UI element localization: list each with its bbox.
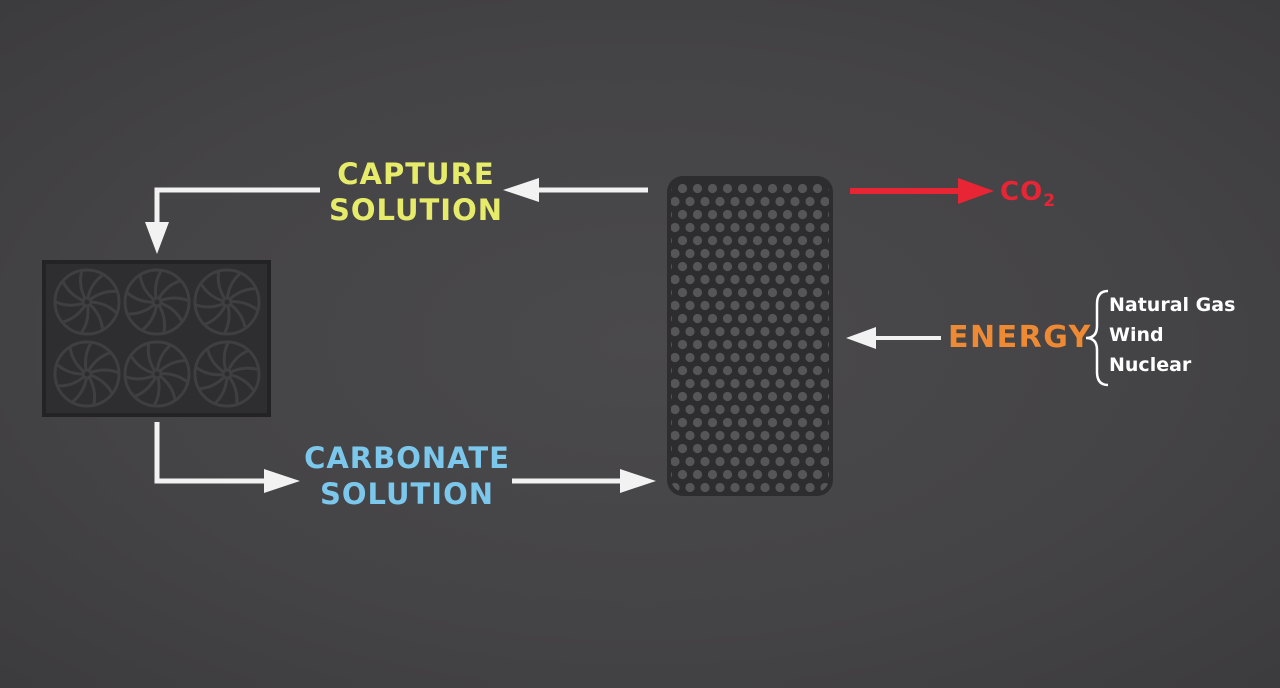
energy-label: ENERGY — [948, 320, 1092, 355]
pellet-reactor-icon — [667, 176, 833, 496]
capture-solution-label: CAPTURE SOLUTION — [318, 156, 514, 228]
arrow-energy-to-reactor — [846, 327, 941, 349]
fan-wheel — [123, 268, 191, 336]
co2-label: CO2 — [1000, 174, 1070, 219]
capture-label-line2: SOLUTION — [328, 193, 504, 227]
co2-subscript: 2 — [1043, 191, 1057, 211]
carbonate-label-line1: CARBONATE — [304, 441, 510, 475]
arrow-reactor-to-capture — [503, 178, 648, 202]
co2-main: CO — [1000, 177, 1044, 207]
arrow-contactor-to-carbonate — [154, 422, 300, 493]
arrow-reactor-to-co2 — [850, 178, 994, 204]
energy-source-wind: Wind — [1109, 324, 1164, 346]
energy-sources-brace — [1085, 289, 1109, 387]
energy-source-nuclear: Nuclear — [1109, 354, 1192, 376]
fan-grid-icon — [42, 260, 271, 417]
carbonate-label-line2: SOLUTION — [319, 477, 495, 511]
fan-wheel — [53, 340, 121, 408]
carbonate-solution-label: CARBONATE SOLUTION — [298, 440, 516, 512]
fan-wheel — [53, 268, 121, 336]
energy-source-natural-gas: Natural Gas — [1109, 294, 1236, 316]
fan-wheel — [193, 268, 261, 336]
fan-wheel — [123, 340, 191, 408]
arrow-capture-to-contactor — [145, 187, 320, 254]
arrow-carbonate-to-reactor — [512, 469, 656, 493]
fan-wheel — [193, 340, 261, 408]
capture-label-line1: CAPTURE — [337, 157, 495, 191]
